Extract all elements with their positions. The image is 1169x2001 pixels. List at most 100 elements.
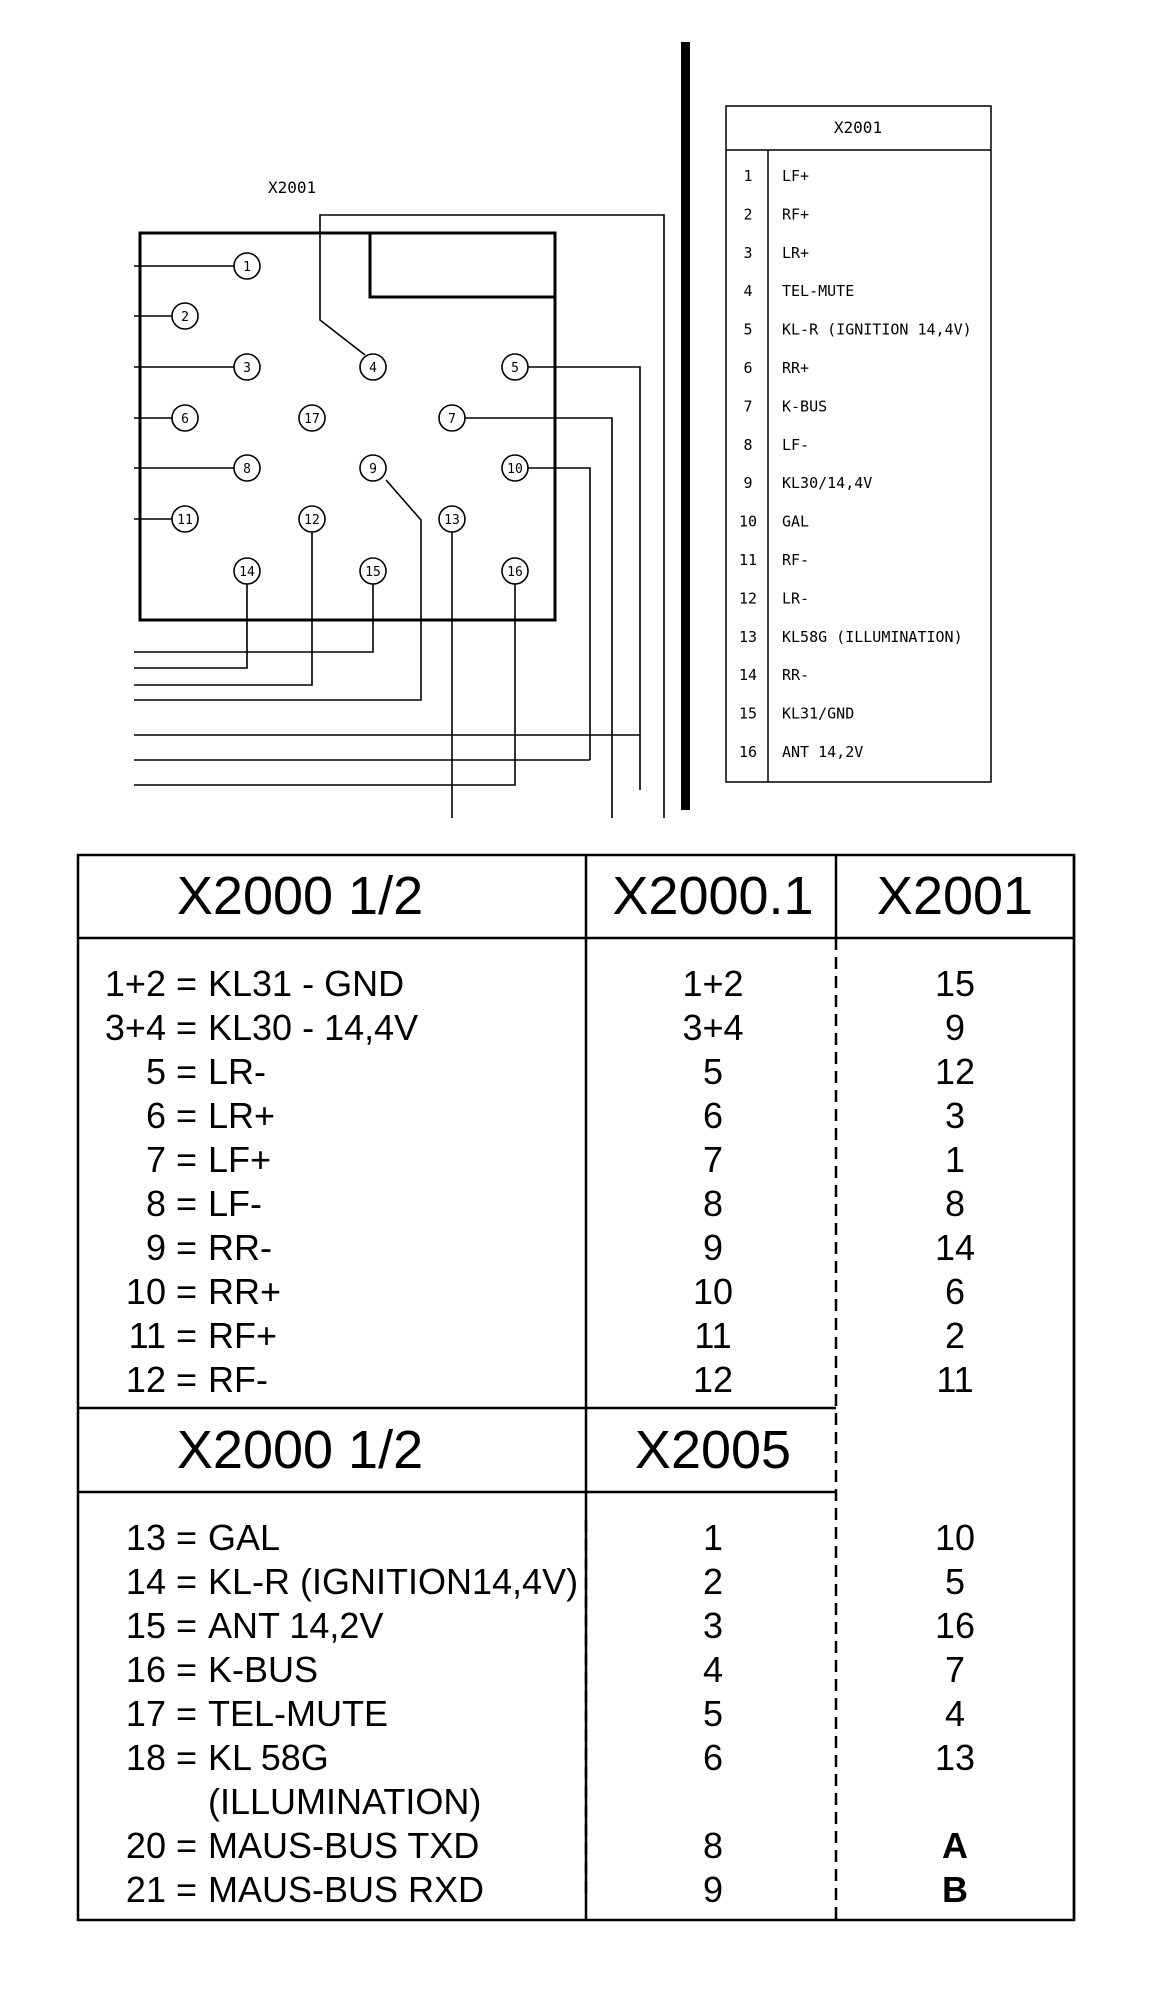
row-pin: 17 = [126, 1693, 197, 1734]
pin-number: 4 [369, 361, 377, 376]
pin-10: 10 [501, 454, 529, 482]
connector-housing [138, 231, 557, 622]
row-signal: LF+ [208, 1139, 271, 1180]
row-x2001: 2 [945, 1315, 965, 1356]
wire [319, 214, 665, 818]
row-x2001: 16 [935, 1605, 975, 1646]
header-x2000: X2000 1/2 [177, 866, 423, 926]
row-x2001: 4 [945, 1693, 965, 1734]
wire [528, 366, 641, 790]
row-pin: 12 = [126, 1359, 197, 1400]
legend-title: X2001 [834, 118, 882, 137]
row-pin: 13 = [126, 1517, 197, 1558]
legend-signal: LR- [782, 589, 809, 607]
row-pin: 5 = [146, 1051, 197, 1092]
pin-number: 8 [243, 462, 251, 477]
row-x2001: 13 [935, 1737, 975, 1778]
row-signal: TEL-MUTE [208, 1693, 388, 1734]
row-signal: ANT 14,2V [208, 1605, 383, 1646]
connector-label: X2001 [268, 178, 316, 197]
pin-number: 6 [181, 412, 189, 427]
row-x2001: 6 [945, 1271, 965, 1312]
row-pin: 11 = [129, 1315, 197, 1356]
row-pin: 21 = [126, 1869, 197, 1910]
header-x2001: X2001 [877, 866, 1033, 926]
pin-12: 12 [298, 505, 326, 533]
row-x2000-1: 6 [703, 1095, 723, 1136]
row-x2001: 11 [936, 1359, 973, 1400]
pin-number: 7 [448, 412, 456, 427]
pin-number: 12 [304, 513, 320, 528]
row-x2000-1: 8 [703, 1183, 723, 1224]
legend-signal: LF- [782, 436, 809, 454]
row-signal: MAUS-BUS TXD [208, 1825, 479, 1866]
legend-pin: 4 [743, 282, 752, 300]
pin-number: 13 [444, 513, 460, 528]
table-row: 17 = TEL-MUTE 5 4 [126, 1693, 965, 1734]
legend-signal: KL30/14,4V [782, 474, 872, 492]
row-signal: RR- [208, 1227, 272, 1268]
row-x2001: 14 [935, 1227, 975, 1268]
pin-mapping-table: X2000 1/2 X2000.1 X2001 X2000 1/2 X2005 … [76, 853, 1076, 1922]
row-x2001: A [942, 1825, 968, 1866]
row-signal: K-BUS [208, 1649, 318, 1690]
row-x2001: 3 [945, 1095, 965, 1136]
wire [465, 417, 613, 818]
wire [134, 584, 248, 669]
pin-7: 7 [438, 404, 466, 432]
row-x2000-1: 8 [703, 1825, 723, 1866]
row-pin: 6 = [146, 1095, 197, 1136]
row-pin: 14 = [126, 1561, 197, 1602]
row-signal: RF+ [208, 1315, 277, 1356]
legend-signal: LR+ [782, 244, 809, 262]
connector-key-notch [368, 231, 557, 299]
row-x2000-1: 9 [703, 1869, 723, 1910]
row-x2000-1: 4 [703, 1649, 723, 1690]
row-pin: 8 = [146, 1183, 197, 1224]
legend-signal: RF- [782, 551, 809, 569]
row-pin: 3+4 = [105, 1007, 197, 1048]
legend-signal: K-BUS [782, 397, 827, 415]
row-x2000-1: 1 [703, 1517, 723, 1558]
row-x2001: 15 [935, 963, 975, 1004]
row-signal: (ILLUMINATION) [208, 1781, 481, 1822]
row-x2001: 7 [945, 1649, 965, 1690]
legend-signal: TEL-MUTE [782, 282, 854, 300]
legend-pin: 3 [743, 244, 752, 262]
row-x2001: 10 [935, 1517, 975, 1558]
legend-signal: KL31/GND [782, 705, 854, 723]
row-pin: 9 = [146, 1227, 197, 1268]
pin-14: 14 [233, 557, 261, 585]
row-x2000-1: 3+4 [682, 1007, 743, 1048]
pin-5: 5 [501, 353, 529, 381]
row-signal: KL31 - GND [208, 963, 404, 1004]
row-x2000-1: 5 [703, 1693, 723, 1734]
legend-signal: KL58G (ILLUMINATION) [782, 628, 963, 646]
row-x2000-1: 11 [694, 1315, 731, 1356]
row-signal: RR+ [208, 1271, 281, 1312]
pin-number: 5 [511, 361, 519, 376]
legend-pin: 15 [739, 705, 757, 723]
row-pin: 1+2 = [105, 963, 197, 1004]
